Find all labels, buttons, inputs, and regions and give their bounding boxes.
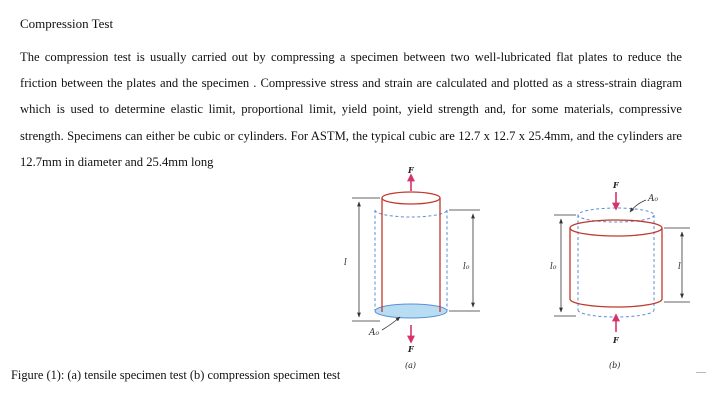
- force-label-top-b: F: [612, 180, 620, 190]
- specimen-body-a: [381, 191, 441, 312]
- area-leader-b: [629, 199, 647, 213]
- compression-specimen-diagram: F F A₀ l₀ l (b): [550, 180, 690, 370]
- figure-caption: Figure (1): (a) tensile specimen test (b…: [11, 368, 341, 382]
- original-length-dimension-a: [449, 209, 480, 312]
- force-label-bottom-a: F: [407, 344, 415, 354]
- original-length-label-b: l₀: [550, 262, 557, 272]
- original-outline-a: [374, 209, 448, 310]
- original-length-label-a: l₀: [463, 262, 470, 272]
- area-leader-a: [381, 316, 401, 331]
- area-label-a: A₀: [368, 328, 379, 338]
- length-label-a: l: [344, 258, 347, 268]
- original-length-dimension-b: [554, 214, 576, 317]
- length-dimension-a: [352, 197, 380, 322]
- page-title: Compression Test: [20, 16, 114, 31]
- specimen-figure: F F A₀ l l₀ (a): [344, 165, 690, 370]
- figure-label-b: (b): [609, 361, 620, 370]
- body-paragraph: The compression test is usually carried …: [20, 50, 682, 169]
- length-dimension-b: [664, 227, 690, 303]
- corner-mark: —: [696, 367, 706, 378]
- specimen-body-b: [569, 219, 663, 308]
- force-label-top-a: F: [407, 165, 415, 175]
- force-label-bottom-b: F: [612, 335, 620, 345]
- figure-label-a: (a): [405, 361, 416, 370]
- original-outline-b: [577, 207, 655, 318]
- tensile-specimen-diagram: F F A₀ l l₀ (a): [344, 165, 480, 370]
- cross-section-area-a: [374, 303, 448, 319]
- length-label-b: l: [678, 262, 681, 272]
- area-label-b: A₀: [647, 194, 658, 204]
